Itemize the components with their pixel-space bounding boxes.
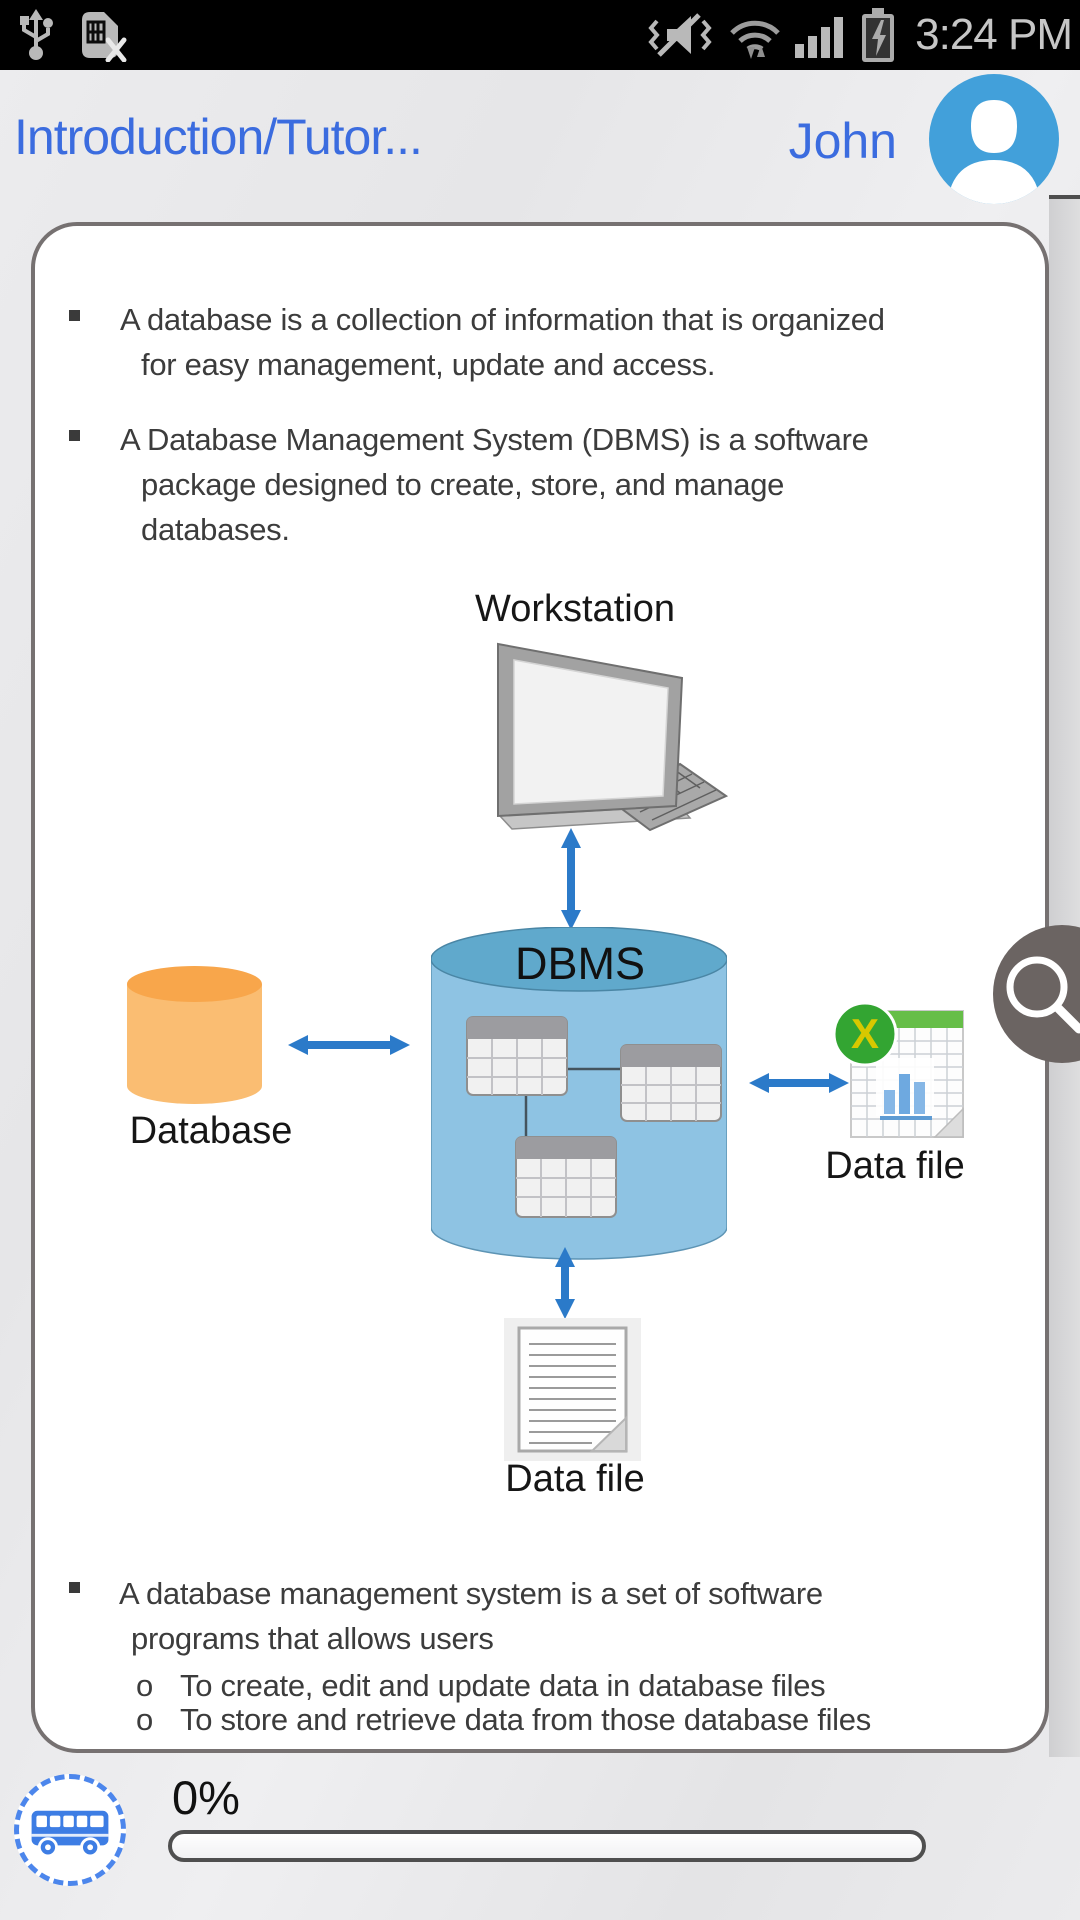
status-bar-left bbox=[0, 8, 128, 62]
bus-icon bbox=[31, 1810, 109, 1858]
no-sim-icon bbox=[82, 12, 127, 62]
clock-time: 3:24 PM bbox=[915, 10, 1073, 59]
bullet-3-line-1: A database management system is a set of… bbox=[119, 1576, 823, 1611]
slide-card[interactable]: A database is a collection of informatio… bbox=[31, 222, 1049, 1753]
usb-icon bbox=[20, 9, 53, 60]
bullet-1-line-2: for easy management, update and access. bbox=[141, 347, 716, 382]
database-cylinder bbox=[127, 966, 262, 1104]
page-title: Introduction/Tutor... bbox=[14, 109, 423, 165]
battery-charging-icon bbox=[862, 8, 895, 62]
bullet-2-line-1: A Database Management System (DBMS) is a… bbox=[120, 422, 869, 457]
status-bar-right: 3:24 PM bbox=[645, 8, 1080, 62]
arrow-workstation-dbms bbox=[561, 828, 581, 930]
sub-bullet-marker: o bbox=[136, 1702, 153, 1737]
datafile-right-label: Data file bbox=[825, 1145, 965, 1187]
database-label: Database bbox=[129, 1110, 293, 1152]
arrow-dbms-datafile-bottom bbox=[555, 1247, 575, 1319]
dbms-cylinder bbox=[431, 927, 727, 1260]
bullet-marker bbox=[69, 1582, 80, 1593]
bullet-2-line-3: databases. bbox=[141, 512, 290, 547]
bullet-3-line-2: programs that allows users bbox=[131, 1621, 494, 1656]
bus-button[interactable] bbox=[14, 1774, 126, 1886]
bullet-marker bbox=[69, 310, 80, 321]
workstation-label: Workstation bbox=[475, 588, 675, 630]
search-button[interactable] bbox=[993, 925, 1080, 1063]
bullet-2: A Database Management System (DBMS) is a… bbox=[120, 417, 869, 552]
progress-percent: 0% bbox=[172, 1771, 240, 1824]
dbms-label: DBMS bbox=[514, 938, 646, 989]
datafile-bottom-label: Data file bbox=[505, 1458, 645, 1500]
search-icon bbox=[1006, 956, 1080, 1034]
bullet-2-line-2: package designed to create, store, and m… bbox=[141, 467, 785, 502]
workstation-icon bbox=[497, 642, 728, 832]
excel-datafile-icon: X bbox=[832, 1002, 964, 1138]
wifi-icon bbox=[730, 20, 780, 59]
sub-bullet-marker: o bbox=[136, 1668, 153, 1703]
document-datafile-icon bbox=[504, 1318, 641, 1461]
avatar[interactable] bbox=[929, 74, 1059, 204]
person-icon bbox=[947, 100, 1041, 204]
bullet-marker bbox=[69, 430, 80, 441]
svg-text:X: X bbox=[851, 1010, 879, 1057]
signal-icon bbox=[795, 17, 844, 58]
arrow-dbms-datafile-right bbox=[749, 1073, 849, 1093]
user-name[interactable]: John bbox=[788, 113, 897, 169]
status-bar: 3:24 PM bbox=[0, 0, 1080, 70]
bullet-3: A database management system is a set of… bbox=[119, 1571, 871, 1737]
bullet-1-line-1: A database is a collection of informatio… bbox=[120, 302, 885, 337]
bullet-1: A database is a collection of informatio… bbox=[120, 297, 885, 387]
mute-vibrate-icon bbox=[648, 13, 712, 57]
arrow-database-dbms bbox=[288, 1035, 410, 1055]
progress-bar bbox=[168, 1830, 926, 1862]
